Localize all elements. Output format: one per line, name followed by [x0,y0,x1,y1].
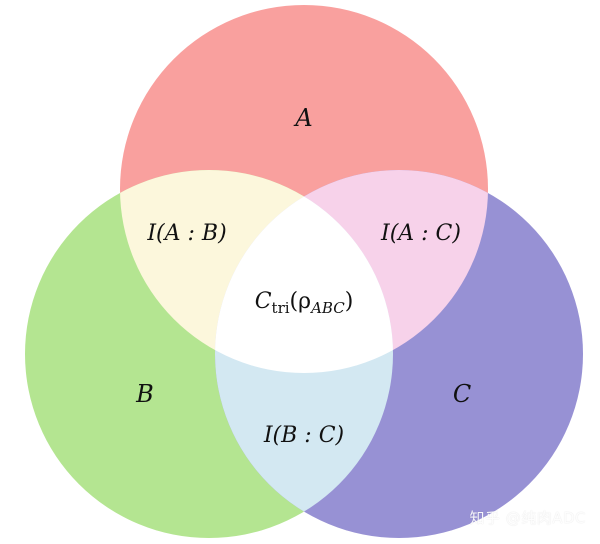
label-a: A [293,104,312,132]
region-abc [215,170,393,373]
label-c: C [453,380,471,408]
label-abc: Ctri(ρABC) [255,289,354,317]
label-ac: I(A : C) [380,221,461,246]
label-b: B [135,380,154,408]
label-ab: I(A : B) [146,221,226,246]
watermark: 知乎 @纯肉ADC [469,509,586,527]
label-bc: I(B : C) [263,423,344,448]
